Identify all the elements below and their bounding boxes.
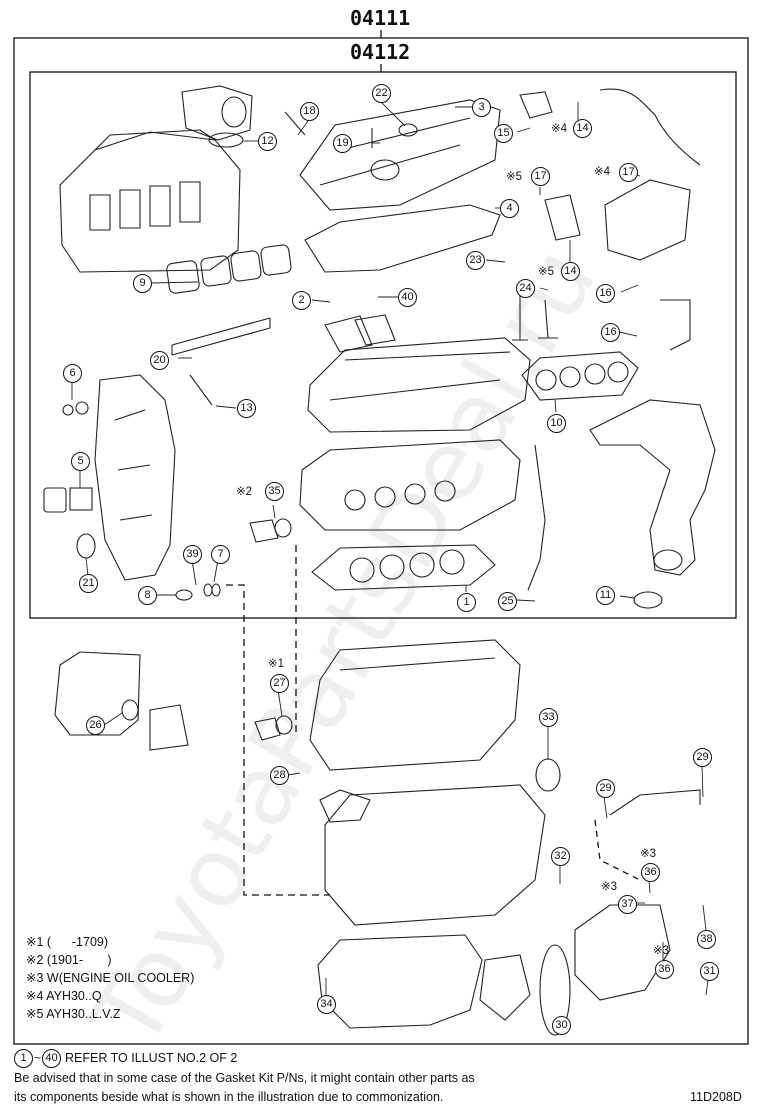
legend-note-3: ※3 W(ENGINE OIL COOLER)	[26, 971, 195, 985]
callout-17b[interactable]: 17	[619, 163, 638, 182]
condition-mark-4a: ※4	[551, 123, 568, 135]
condition-mark-5b: ※5	[538, 266, 555, 278]
callout-4[interactable]: 4	[500, 199, 519, 218]
condition-mark-3b: ※3	[601, 881, 618, 893]
callout-18[interactable]: 18	[300, 102, 319, 121]
condition-mark-1: ※1	[268, 658, 285, 670]
callout-30[interactable]: 30	[552, 1016, 571, 1035]
callout-8[interactable]: 8	[138, 586, 157, 605]
callout-9[interactable]: 9	[133, 274, 152, 293]
callout-7[interactable]: 7	[211, 545, 230, 564]
condition-mark-3a: ※3	[640, 848, 657, 860]
callout-28[interactable]: 28	[270, 766, 289, 785]
callout-1[interactable]: 1	[457, 593, 476, 612]
callout-12[interactable]: 12	[258, 132, 277, 151]
callout-39[interactable]: 39	[183, 545, 202, 564]
callout-14a[interactable]: 14	[573, 119, 592, 138]
callout-11[interactable]: 11	[596, 586, 615, 605]
callout-6[interactable]: 6	[63, 364, 82, 383]
callout-36b[interactable]: 36	[655, 960, 674, 979]
condition-mark-3c: ※3	[653, 945, 670, 957]
condition-mark-2: ※2	[236, 486, 253, 498]
callout-37[interactable]: 37	[618, 895, 637, 914]
callout-34[interactable]: 34	[317, 995, 336, 1014]
callout-29a[interactable]: 29	[596, 779, 615, 798]
callout-17a[interactable]: 17	[531, 167, 550, 186]
callout-16b[interactable]: 16	[601, 323, 620, 342]
callout-19[interactable]: 19	[333, 134, 352, 153]
range-start-callout: 1	[14, 1048, 33, 1068]
range-separator: ~	[34, 1051, 42, 1065]
callout-38[interactable]: 38	[697, 930, 716, 949]
callout-20[interactable]: 20	[150, 351, 169, 370]
kit-code-outer[interactable]: 04111	[350, 6, 411, 30]
refer-text: REFER TO ILLUST NO.2 OF 2	[65, 1051, 238, 1065]
callout-16a[interactable]: 16	[596, 284, 615, 303]
illustration-id: 11D208D	[690, 1090, 742, 1104]
callout-5[interactable]: 5	[71, 452, 90, 471]
callout-23[interactable]: 23	[466, 251, 485, 270]
callout-10[interactable]: 10	[547, 414, 566, 433]
callout-24[interactable]: 24	[516, 279, 535, 298]
callout-29b[interactable]: 29	[693, 748, 712, 767]
callout-25[interactable]: 25	[498, 592, 517, 611]
kit-code-inner[interactable]: 04112	[350, 40, 411, 64]
callout-13[interactable]: 13	[237, 399, 256, 418]
callout-22[interactable]: 22	[372, 84, 391, 103]
callout-21[interactable]: 21	[79, 574, 98, 593]
callout-27[interactable]: 27	[270, 674, 289, 693]
callout-14b[interactable]: 14	[561, 262, 580, 281]
condition-mark-4b: ※4	[594, 166, 611, 178]
callout-36a[interactable]: 36	[641, 863, 660, 882]
callout-40[interactable]: 40	[398, 288, 417, 307]
callout-3[interactable]: 3	[472, 98, 491, 117]
callout-32[interactable]: 32	[551, 847, 570, 866]
legend-note-2: ※2 (1901- )	[26, 953, 112, 967]
footer-range: 1 ~ 40 REFER TO ILLUST NO.2 OF 2	[14, 1048, 238, 1068]
callout-2[interactable]: 2	[292, 291, 311, 310]
advice-line-2: its components beside what is shown in t…	[14, 1090, 444, 1104]
callout-31[interactable]: 31	[700, 962, 719, 981]
callout-35[interactable]: 35	[265, 482, 284, 501]
range-end-callout: 40	[42, 1048, 62, 1068]
callout-15[interactable]: 15	[494, 124, 513, 143]
callout-33[interactable]: 33	[539, 708, 558, 727]
condition-mark-5a: ※5	[506, 171, 523, 183]
legend-note-5: ※5 AYH30..L.V.Z	[26, 1007, 121, 1021]
legend-note-1: ※1 ( -1709)	[26, 935, 109, 949]
advice-line-1: Be advised that in some case of the Gask…	[14, 1071, 475, 1085]
callout-26[interactable]: 26	[86, 716, 105, 735]
legend-note-4: ※4 AYH30..Q	[26, 989, 102, 1003]
